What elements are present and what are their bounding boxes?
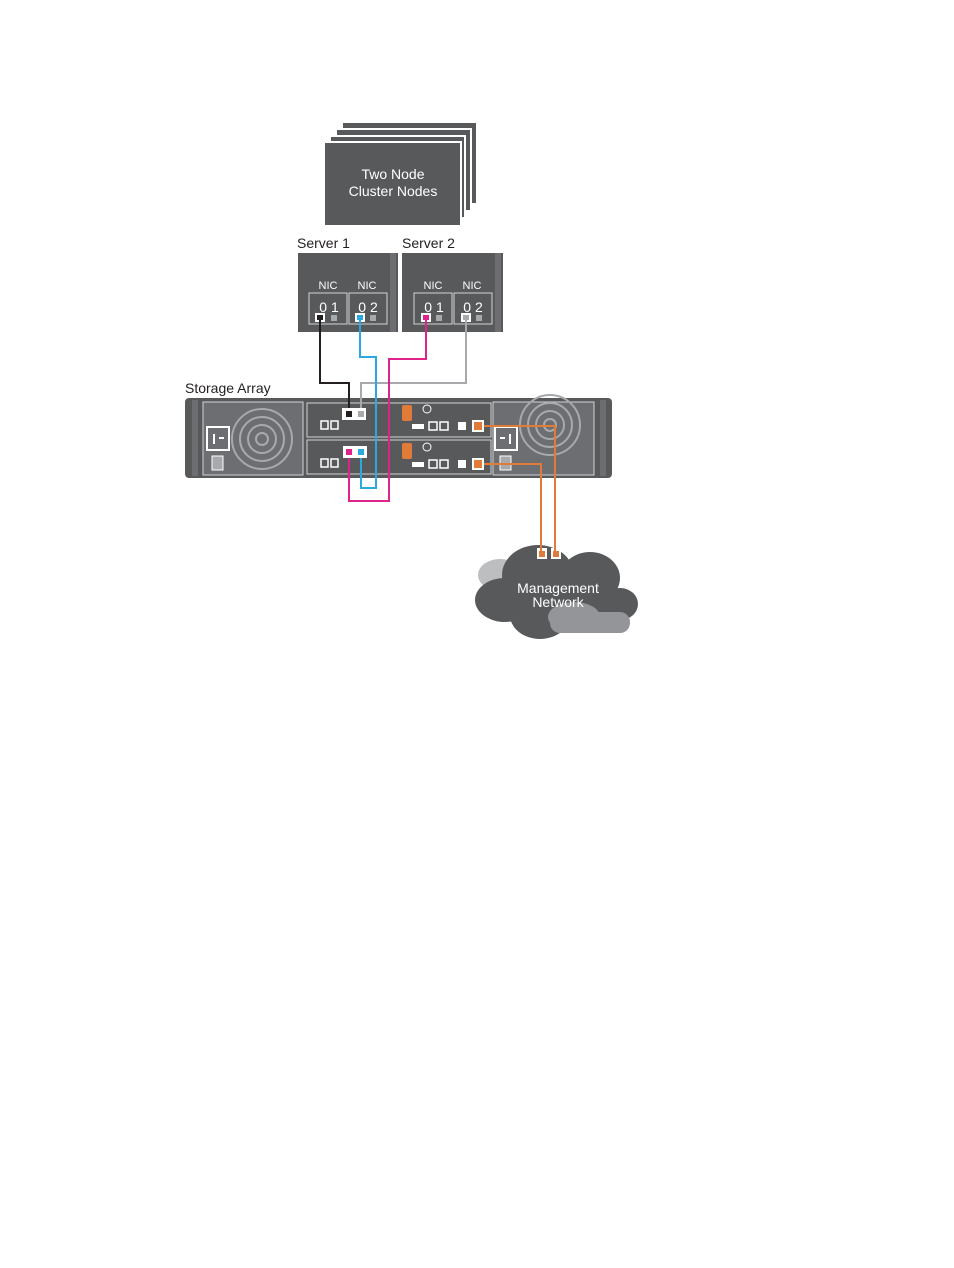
cluster-label-line2: Cluster Nodes — [349, 183, 438, 199]
network-label-line2: Network — [532, 594, 584, 610]
controller-2 — [307, 440, 491, 474]
server-1-label: Server 1 — [297, 235, 350, 251]
cluster-label-line1: Two Node — [361, 166, 424, 182]
server-2: NIC NIC 0 1 0 2 — [402, 253, 503, 332]
server-1-nic1-name: NIC — [319, 280, 338, 292]
controller-1 — [307, 403, 491, 437]
storage-array-label: Storage Array — [185, 380, 271, 396]
server-2-nic2-number: 0 2 — [463, 299, 483, 315]
server-1: NIC NIC 0 1 0 2 — [298, 253, 398, 332]
server-2-nic2-name: NIC — [463, 280, 482, 292]
server-1-nic1-number: 0 1 — [319, 299, 339, 315]
management-network-cloud: Management Network — [475, 545, 638, 639]
server-1-nic2-number: 0 2 — [358, 299, 378, 315]
server-2-nic1-number: 0 1 — [424, 299, 444, 315]
storage-array — [185, 395, 612, 478]
cluster-nodes-stack: Two Node Cluster Nodes — [324, 122, 477, 226]
server-2-label: Server 2 — [402, 235, 455, 251]
server-1-nic2-name: NIC — [358, 280, 377, 292]
server-2-nic1-name: NIC — [424, 280, 443, 292]
